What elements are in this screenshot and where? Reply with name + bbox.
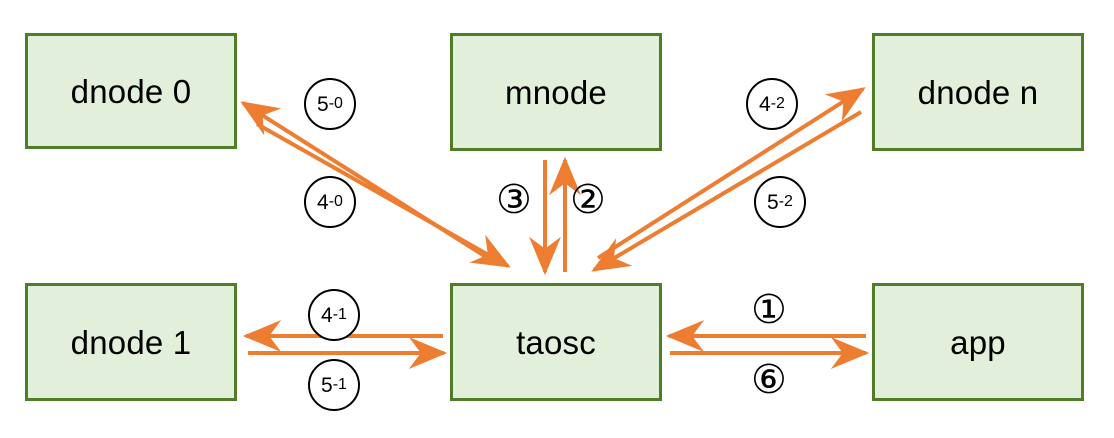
edge-label-5-2-main: 5 (767, 190, 779, 214)
edge-label-5-1-sub: -1 (332, 376, 347, 393)
node-app[interactable]: app (872, 283, 1084, 401)
edge-label-5-0-sub: -0 (328, 95, 343, 112)
edge-label-4-1: 4-1 (308, 289, 360, 341)
node-dnode-1-label: dnode 1 (70, 323, 192, 361)
node-mnode[interactable]: mnode (450, 33, 662, 151)
node-mnode-label: mnode (505, 73, 607, 111)
node-dnode-0[interactable]: dnode 0 (25, 33, 237, 149)
edge-label-5-1: 5-1 (308, 359, 360, 411)
edge-label-5-2-sub: -2 (778, 193, 793, 210)
edge-label-5-0-main: 5 (317, 92, 329, 116)
node-dnode-1[interactable]: dnode 1 (25, 283, 237, 401)
node-dnode-n-label: dnode n (917, 73, 1039, 111)
edge-label-5-1-main: 5 (321, 373, 333, 397)
edge-label-4-1-sub: -1 (332, 306, 347, 323)
node-dnode-0-label: dnode 0 (70, 72, 192, 110)
edge-label-5-0: 5-0 (304, 78, 356, 130)
edge-label-4-0-sub: -0 (328, 193, 343, 210)
edge-label-5-2: 5-2 (754, 176, 806, 228)
edge-label-1: ① (751, 287, 787, 333)
edge-label-4-0-main: 4 (317, 190, 329, 214)
edge-label-4-2: 4-2 (746, 78, 798, 130)
edge-label-6: ⑥ (751, 357, 787, 403)
node-app-label: app (950, 323, 1006, 361)
node-taosc-label: taosc (516, 323, 596, 361)
edge-label-3: ③ (496, 177, 532, 223)
node-dnode-n[interactable]: dnode n (872, 33, 1084, 151)
edge-label-4-1-main: 4 (321, 303, 333, 327)
edge-label-2: ② (570, 177, 606, 223)
node-taosc[interactable]: taosc (450, 283, 662, 401)
edge-label-4-0: 4-0 (304, 176, 356, 228)
edge-label-4-2-sub: -2 (770, 95, 785, 112)
edge-label-4-2-main: 4 (759, 92, 771, 116)
